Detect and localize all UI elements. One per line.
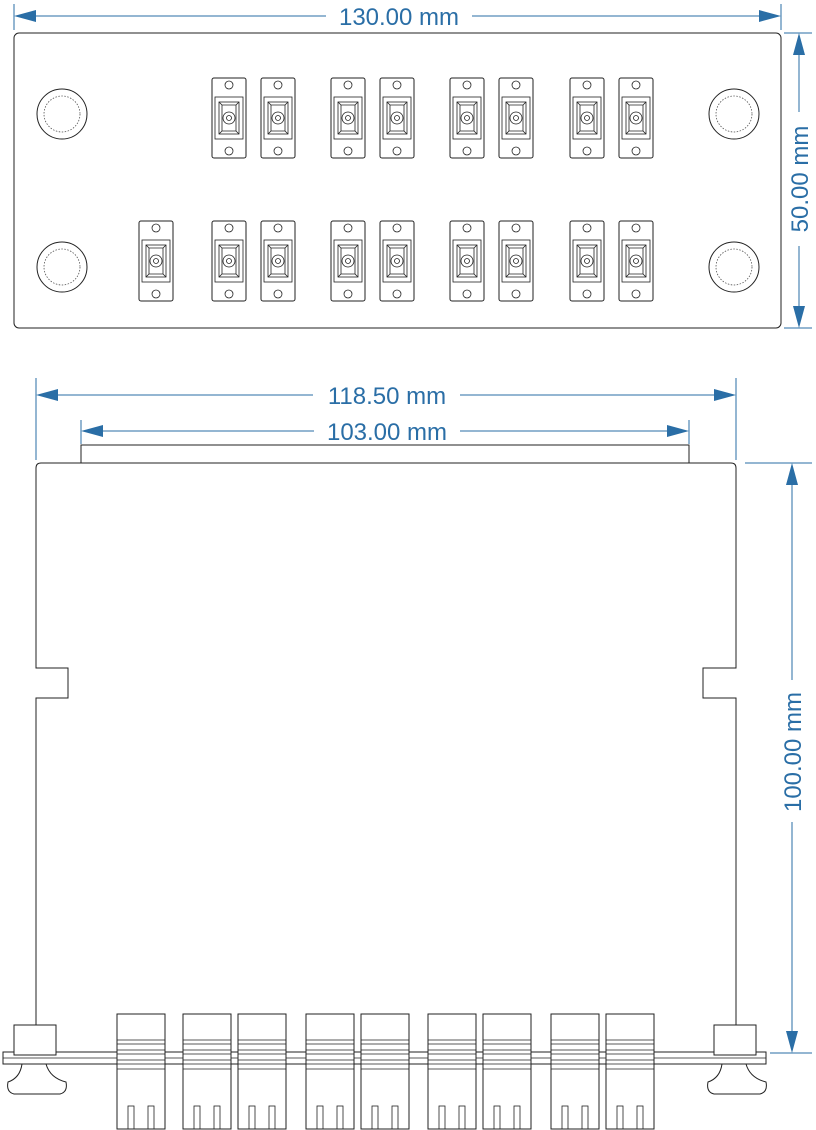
side-board-outline — [35, 462, 737, 1056]
adapter-port — [498, 220, 534, 302]
adapter-port — [330, 220, 366, 302]
side-adapters — [116, 1013, 655, 1130]
adapter-port — [211, 77, 247, 159]
right-latch — [707, 1024, 767, 1095]
adapter-port — [330, 77, 366, 159]
dimension-label-side-width-outer: 118.50 mm — [328, 383, 446, 410]
dimension-label-front-height: 50.00 mm — [787, 126, 814, 233]
adapter-port — [449, 220, 485, 302]
mount-hole — [708, 88, 760, 140]
mount-hole — [36, 88, 88, 140]
left-latch — [7, 1024, 67, 1095]
adapter-port — [260, 220, 296, 302]
adapter-port — [498, 77, 534, 159]
dimension-side-width-outer: 118.50 mm — [35, 378, 737, 460]
dimension-front-width: 130.00 mm — [13, 4, 782, 31]
dimension-label-side-height: 100.00 mm — [780, 692, 807, 812]
adapter-port — [569, 220, 605, 302]
adapter-port — [379, 220, 415, 302]
side-adapter — [482, 1013, 532, 1130]
front-adapters-bottom-row — [138, 220, 654, 302]
side-adapter — [605, 1013, 655, 1130]
side-adapter — [116, 1013, 166, 1130]
side-adapter — [360, 1013, 410, 1130]
dimension-label-side-width-inner: 103.00 mm — [327, 419, 447, 446]
adapter-port — [569, 77, 605, 159]
adapter-port — [618, 220, 654, 302]
side-adapter — [182, 1013, 232, 1130]
dimension-side-width-inner: 103.00 mm — [80, 419, 690, 446]
adapter-port — [211, 220, 247, 302]
side-adapter — [427, 1013, 477, 1130]
dimension-front-height: 50.00 mm — [784, 32, 814, 329]
adapter-port — [379, 77, 415, 159]
side-adapter — [237, 1013, 287, 1130]
dimension-label-front-width: 130.00 mm — [339, 4, 459, 31]
adapter-port — [260, 77, 296, 159]
dimension-side-height: 100.00 mm — [745, 462, 812, 1054]
front-view: 130.00 mm 50.00 mm — [13, 4, 814, 329]
side-view: 118.50 mm 103.00 mm 100.00 mm — [2, 378, 812, 1130]
adapter-port — [618, 77, 654, 159]
top-rail — [80, 444, 690, 464]
side-adapter — [550, 1013, 600, 1130]
adapter-port — [449, 77, 485, 159]
mount-hole — [36, 241, 88, 293]
mount-hole — [708, 241, 760, 293]
adapter-port — [138, 220, 174, 302]
side-adapter — [305, 1013, 355, 1130]
